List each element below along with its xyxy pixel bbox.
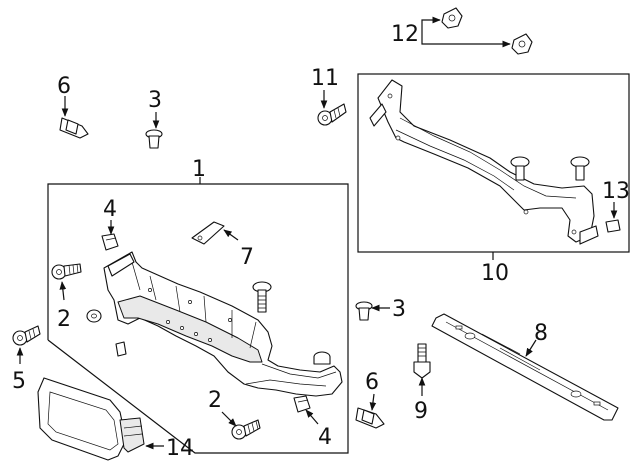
bolt-center-part: [252, 281, 272, 313]
clip-12-upper-part: [441, 7, 463, 29]
callout-12: 12: [391, 22, 419, 47]
bolt-2-upper-part: [51, 263, 82, 280]
clip-4-lower-part: [293, 395, 311, 413]
callout-13: 13: [602, 179, 630, 204]
callout-14: 14: [166, 436, 194, 461]
callout-3-right: 3: [392, 297, 406, 322]
pin-3-right-part: [355, 301, 373, 321]
bolt-11-part: [317, 103, 347, 126]
callout-3-upper: 3: [148, 88, 162, 113]
callout-4-lower: 4: [318, 425, 332, 450]
assembly-10-outline: [357, 73, 630, 260]
callout-6-upper: 6: [57, 74, 71, 99]
callout-10: 10: [481, 261, 509, 286]
bracket-6-lower-part: [355, 407, 385, 429]
callout-5: 5: [12, 369, 26, 394]
tie-bar-bolt-right-part: [570, 156, 590, 181]
leader-lines: [16, 16, 618, 450]
sensor-module-14-part: [37, 377, 145, 461]
callout-8: 8: [534, 321, 548, 346]
bolt-2-lower-part: [231, 419, 261, 440]
callout-9: 9: [414, 399, 428, 424]
support-bar-8-part: [431, 313, 619, 421]
callout-6-lower: 6: [365, 370, 379, 395]
nut-right-part: [313, 351, 331, 365]
callout-2-upper: 2: [57, 307, 71, 332]
callout-labels: 1 2 2 3 3 4 4 5 6 6 7 8 9 10 11 12 13 14: [12, 22, 630, 461]
assembly-1-outline: [47, 177, 349, 454]
radiator-support-part: [103, 251, 343, 397]
clip-12-lower-part: [511, 33, 533, 55]
bracket-6-upper-part: [59, 117, 89, 139]
callout-1: 1: [192, 157, 206, 182]
bolt-5-part: [12, 325, 41, 346]
washer-left-part: [86, 309, 102, 323]
pin-3-upper-part: [145, 129, 163, 149]
clip-13-part: [605, 219, 621, 233]
bracket-7-part: [191, 221, 225, 245]
stud-9-part: [413, 343, 431, 379]
callout-7: 7: [240, 245, 254, 270]
callout-4-upper: 4: [103, 197, 117, 222]
clip-4-upper-part: [101, 233, 119, 251]
callout-2-lower: 2: [208, 388, 222, 413]
callout-11: 11: [311, 66, 339, 91]
tie-bar-10-part: [369, 79, 599, 245]
tie-bar-bolt-left-part: [510, 156, 530, 181]
